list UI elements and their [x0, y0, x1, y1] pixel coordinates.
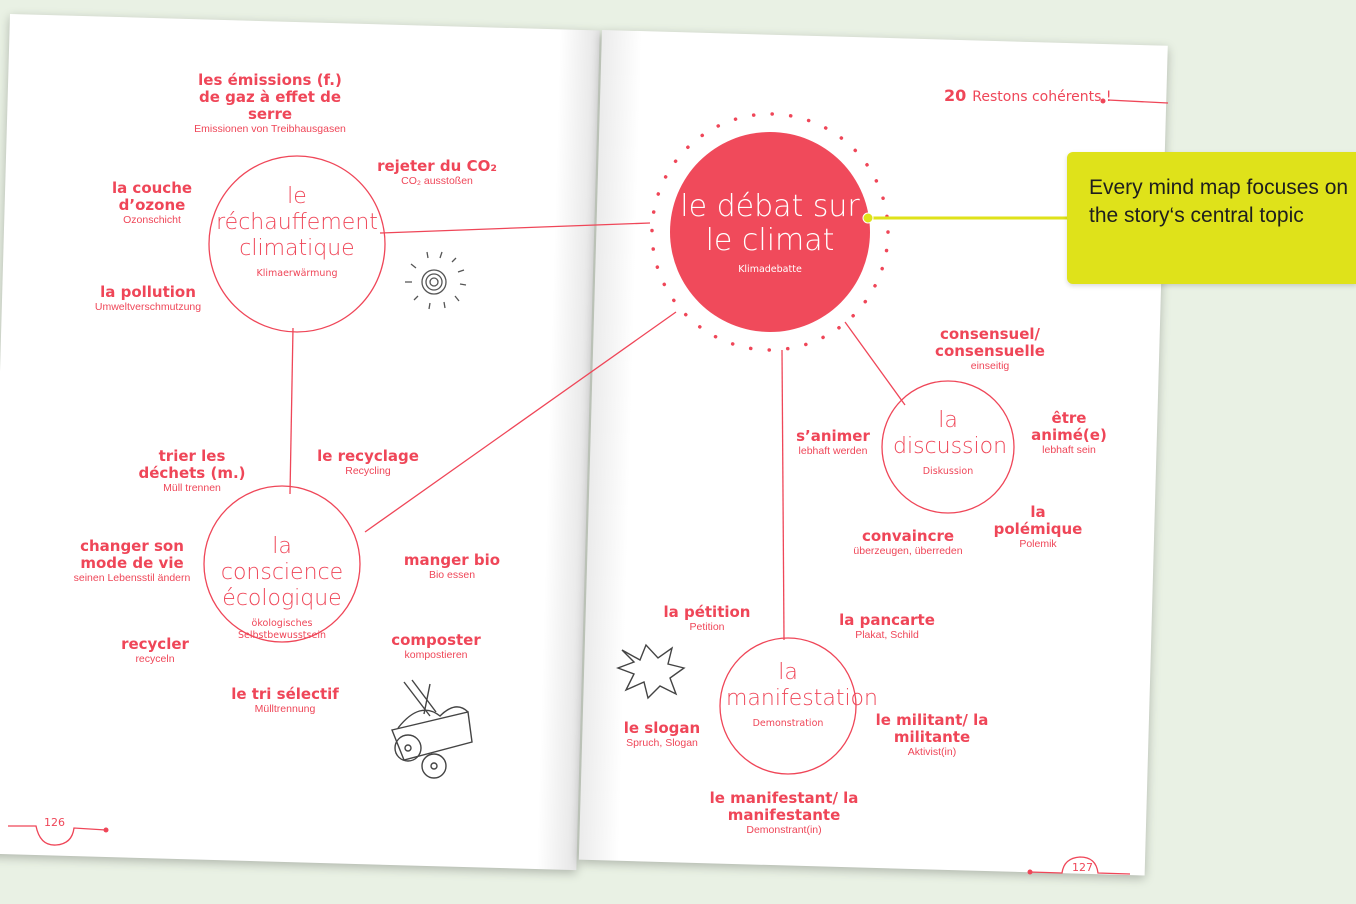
chapter-number: 20 [944, 86, 967, 105]
chapter-header: 20 Restons cohérents ! [944, 86, 1111, 105]
hub-discussion-title: la discussion [893, 408, 1008, 459]
link-warming-center [379, 222, 651, 234]
hub-manifestation: la manifestation Demonstration [726, 660, 878, 730]
term-pancarte: la pancarte Plakat, Schild [839, 611, 935, 642]
term-emissions: les émissions (f.) de gaz à effet de ser… [194, 71, 346, 136]
term-bio: manger bio Bio essen [403, 551, 501, 582]
hub-warming-title: le réchauffement climatique [216, 184, 378, 261]
term-tri: le tri sélectif Mülltrennung [231, 685, 339, 716]
link-center-discussion [844, 321, 906, 406]
hub-conscience-circle [203, 485, 361, 643]
term-militant: le militant/ la militante Aktivist(in) [875, 711, 989, 759]
central-topic-circle [670, 132, 870, 332]
hub-conscience-translation: ökologisches Selbstbewusstsein [238, 618, 326, 641]
hub-discussion-circle [881, 380, 1015, 514]
hub-conscience-title: la conscience écologique [220, 534, 344, 611]
central-topic-dots [650, 112, 890, 352]
term-slogan: le slogan Spruch, Slogan [623, 719, 701, 750]
callout-text: Every mind map focuses on the story‘s ce… [1089, 176, 1349, 227]
hub-discussion-translation: Diskussion [922, 466, 974, 477]
compost-cart-icon [391, 679, 473, 779]
term-petition: la pétition Petition [663, 603, 751, 634]
link-center-manifestation [781, 349, 785, 641]
page-number-right: 127 [1072, 861, 1093, 874]
page-number-left: 126 [44, 816, 65, 829]
term-convaincre: convaincre überzeugen, überreden [853, 527, 963, 558]
link-warming-conscience [289, 327, 294, 495]
term-changer: changer son mode de vie seinen Lebenssti… [73, 537, 191, 585]
hub-manifestation-title: la manifestation [726, 660, 878, 711]
term-polemique: la polémique Polemik [993, 503, 1083, 551]
term-manifestant: le manifestant/ la manifestante Demonstr… [709, 789, 859, 837]
term-recycler: recycler recyceln [121, 635, 189, 666]
term-ozone: la couche d’ozone Ozonschicht [111, 179, 193, 227]
hub-manifestation-circle [719, 637, 857, 775]
hub-warming: le réchauffement climatique Klimaerwärmu… [212, 184, 382, 280]
central-topic: le débat sur le climat Klimadebatte [680, 190, 860, 276]
term-animer: s’animer lebhaft werden [796, 427, 870, 458]
sun-icon [405, 251, 467, 310]
term-trier: trier les déchets (m.) Müll trennen [138, 447, 246, 495]
hub-discussion: la discussion Diskussion [893, 408, 1008, 478]
hub-conscience: la conscience écologique ökologisches Se… [212, 534, 352, 642]
link-conscience-center [364, 311, 677, 533]
hub-warming-translation: Klimaerwärmung [256, 268, 338, 279]
term-pollution: la pollution Umweltverschmutzung [94, 283, 202, 314]
term-composter: composter kompostieren [391, 631, 481, 662]
term-recyclage: le recyclage Recycling [317, 447, 419, 478]
speech-burst-icon [616, 643, 686, 700]
hub-warming-circle [208, 155, 386, 333]
term-anime: être animé(e) lebhaft sein [1031, 409, 1107, 457]
central-topic-title: le débat sur le climat [680, 189, 860, 258]
callout-box: Every mind map focuses on the story‘s ce… [1067, 152, 1356, 284]
hub-manifestation-translation: Demonstration [752, 718, 824, 729]
term-consensuel: consensuel/ consensuelle einseitig [935, 325, 1045, 373]
central-topic-translation: Klimadebatte [738, 264, 802, 275]
term-co2: rejeter du CO₂ CO₂ ausstoßen [377, 157, 497, 188]
chapter-title: Restons cohérents ! [972, 89, 1112, 105]
